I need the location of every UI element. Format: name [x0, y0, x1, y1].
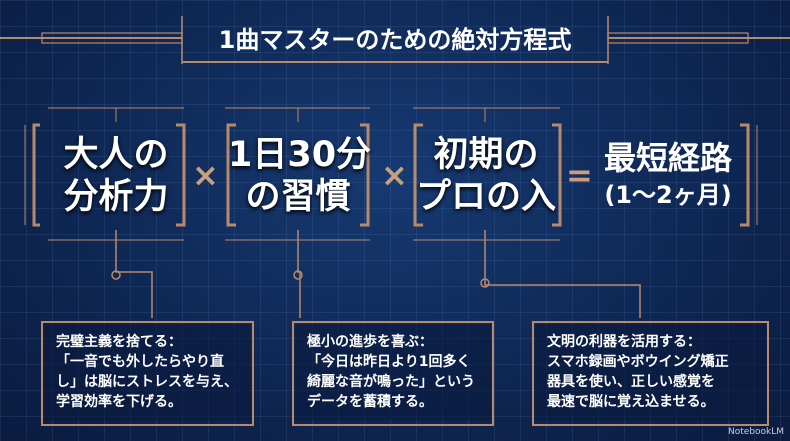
note-tools: 文明の利器を活用する： スマホ録画やボウイング矯正 器具を使い、正しい感覚を 最…: [535, 324, 766, 420]
term-line: 大人の: [63, 135, 169, 175]
note-line: 器具を使い、正しい感覚を: [547, 374, 715, 390]
watermark: NotebookLM: [727, 427, 784, 437]
term-line: プロの入: [416, 177, 557, 217]
note-heading: 文明の利器を活用する：: [547, 334, 701, 350]
term-line: 分析力: [63, 177, 169, 217]
note-line: スマホ録画やボウイング矯正: [547, 354, 729, 370]
note-line: 「一音でも外したらやり直: [56, 354, 224, 370]
result-line: 最短経路: [603, 139, 732, 177]
result-sub: (1〜2ヶ月): [604, 181, 732, 209]
note-line: 「今日は昨日より1回多く: [307, 354, 471, 370]
note-line: 学習効率を下げる。: [56, 394, 182, 410]
term-line: 初期の: [433, 135, 539, 175]
term-adult-analysis: 大人の分析力: [46, 134, 186, 218]
note-line: 綺麗な音が鳴った」という: [307, 374, 475, 390]
note-small-progress: 極小の進歩を喜ぶ： 「今日は昨日より1回多く 綺麗な音が鳴った」という データを…: [295, 324, 491, 420]
term-daily-habit: 1日30分の習慣: [228, 134, 372, 218]
term-line: 1日30分: [228, 135, 372, 175]
note-line: データを蓄積する。: [307, 394, 433, 410]
connectors: [111, 230, 641, 318]
multiply-operator: ×: [381, 156, 408, 194]
note-heading: 極小の進歩を喜ぶ：: [307, 334, 433, 350]
brackets: [32, 123, 750, 227]
note-line: 最速で脳に覚え込ませる。: [547, 394, 715, 410]
result: 最短経路 (1〜2ヶ月): [596, 138, 740, 212]
note-heading: 完璧主義を捨てる：: [56, 334, 182, 350]
multiply-operator: ×: [192, 156, 219, 194]
note-frames: [41, 321, 769, 426]
equals-operator: =: [566, 156, 593, 194]
note-perfectionism: 完璧主義を捨てる： 「一音でも外したらやり直 し」は脳にストレスを与え、 学習効…: [44, 324, 251, 420]
term-early-pro: 初期のプロの入: [416, 134, 556, 218]
page-title: 1曲マスターのための絶対方程式: [218, 26, 572, 54]
note-line: し」は脳にストレスを与え、: [56, 374, 238, 390]
title-frame: [0, 16, 790, 64]
term-line: の習慣: [245, 177, 351, 217]
